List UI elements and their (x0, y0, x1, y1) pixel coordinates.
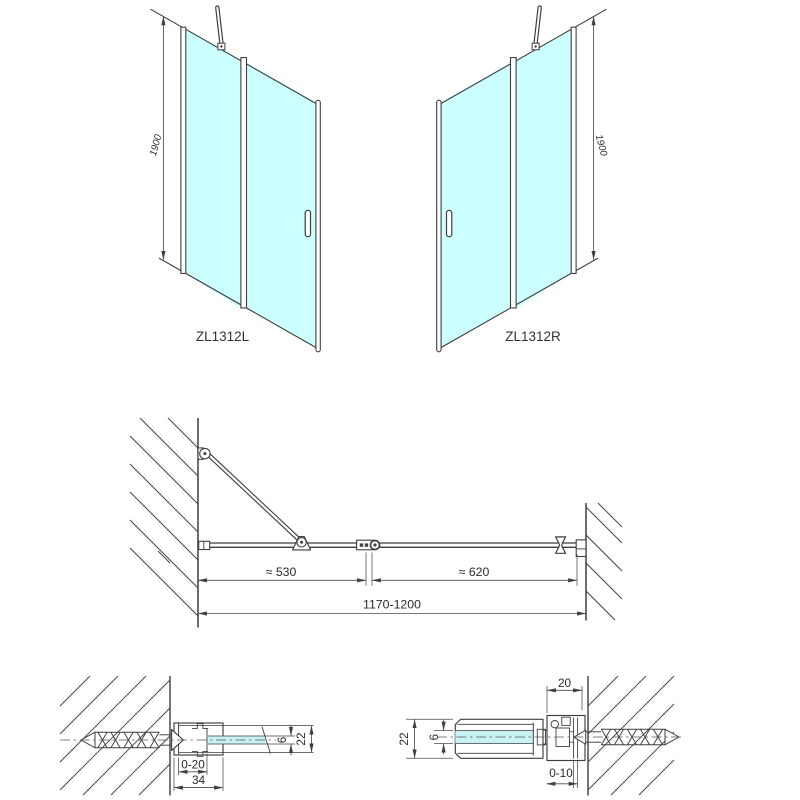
profile-width-dimension: 22 (294, 732, 308, 745)
support-bar (197, 447, 312, 551)
mirrored-door-assembly (436, 5, 607, 353)
glass-section (455, 730, 533, 744)
adjustment-clip-top (192, 723, 209, 729)
glass-thickness-dimension: 6 (427, 733, 441, 740)
fixed-glass-panel (186, 29, 241, 309)
glass-track (209, 542, 576, 548)
door-profile-section-detail-right: 22 6 20 0-10 (397, 675, 681, 796)
wall-profile (180, 26, 187, 274)
door-edge-profile (436, 99, 442, 353)
model-label-right: ZL1312R (505, 329, 561, 344)
elevation-left: 1900 ZL1312L (148, 5, 321, 353)
glass-break-line (261, 726, 271, 754)
pivot-profile (240, 57, 248, 309)
profile-width-dimension: 20 (558, 676, 572, 690)
right-wall-bracket (575, 539, 587, 558)
plan-view: ≈ 530 ≈ 620 1170-1200 (129, 417, 623, 628)
adjustment-clip-bottom (192, 751, 209, 757)
door-edge-profile (315, 99, 321, 353)
adjustment-range-dimension: 0-10 (549, 766, 573, 780)
support-rod (215, 5, 226, 51)
door-handle (304, 209, 312, 238)
fixed-glass-panel (516, 29, 571, 309)
door-stile-section (454, 718, 548, 759)
elevation-right: 1900 ZL1312R (436, 5, 609, 353)
wall-profile-section-detail-left: 6 22 0-20 34 (59, 675, 314, 796)
fixed-panel-width-dimension: ≈ 530 (266, 565, 297, 579)
wall-hatching (587, 675, 675, 796)
height-dimension-left: 1900 (148, 16, 166, 260)
profile-height-dimension: 22 (397, 732, 411, 745)
adjustment-range-dimension: 0-20 (181, 757, 205, 771)
right-wall-hatching (585, 502, 623, 621)
glass-thickness-dimension: 6 (275, 736, 289, 743)
door-glass-panel (441, 62, 511, 348)
wall-hatching (59, 675, 171, 796)
wall-profile-section (546, 714, 587, 762)
wall-profile (570, 26, 577, 274)
left-wall-hatching (129, 417, 199, 617)
door-handle (445, 209, 453, 238)
door-hinge-fitting (555, 536, 567, 554)
model-label-left: ZL1312L (196, 329, 250, 344)
total-depth-dimension: 34 (192, 773, 206, 787)
door-width-dimension: ≈ 620 (459, 565, 490, 579)
height-dimension-text: 1900 (593, 133, 609, 157)
height-dimension-text: 1900 (148, 133, 164, 157)
detail-left-dimensions: 6 22 0-20 34 (173, 724, 314, 791)
support-rod (531, 5, 542, 51)
top-frame-edge (150, 8, 318, 105)
door-glass-panel (246, 62, 316, 348)
pivot-profile (509, 57, 517, 309)
total-width-dimension: 1170-1200 (363, 598, 421, 612)
pivot-hinge-block (356, 539, 381, 551)
detail-right-dimensions: 22 6 20 0-10 (397, 676, 583, 788)
plan-dimensions: ≈ 530 ≈ 620 1170-1200 (197, 565, 587, 616)
